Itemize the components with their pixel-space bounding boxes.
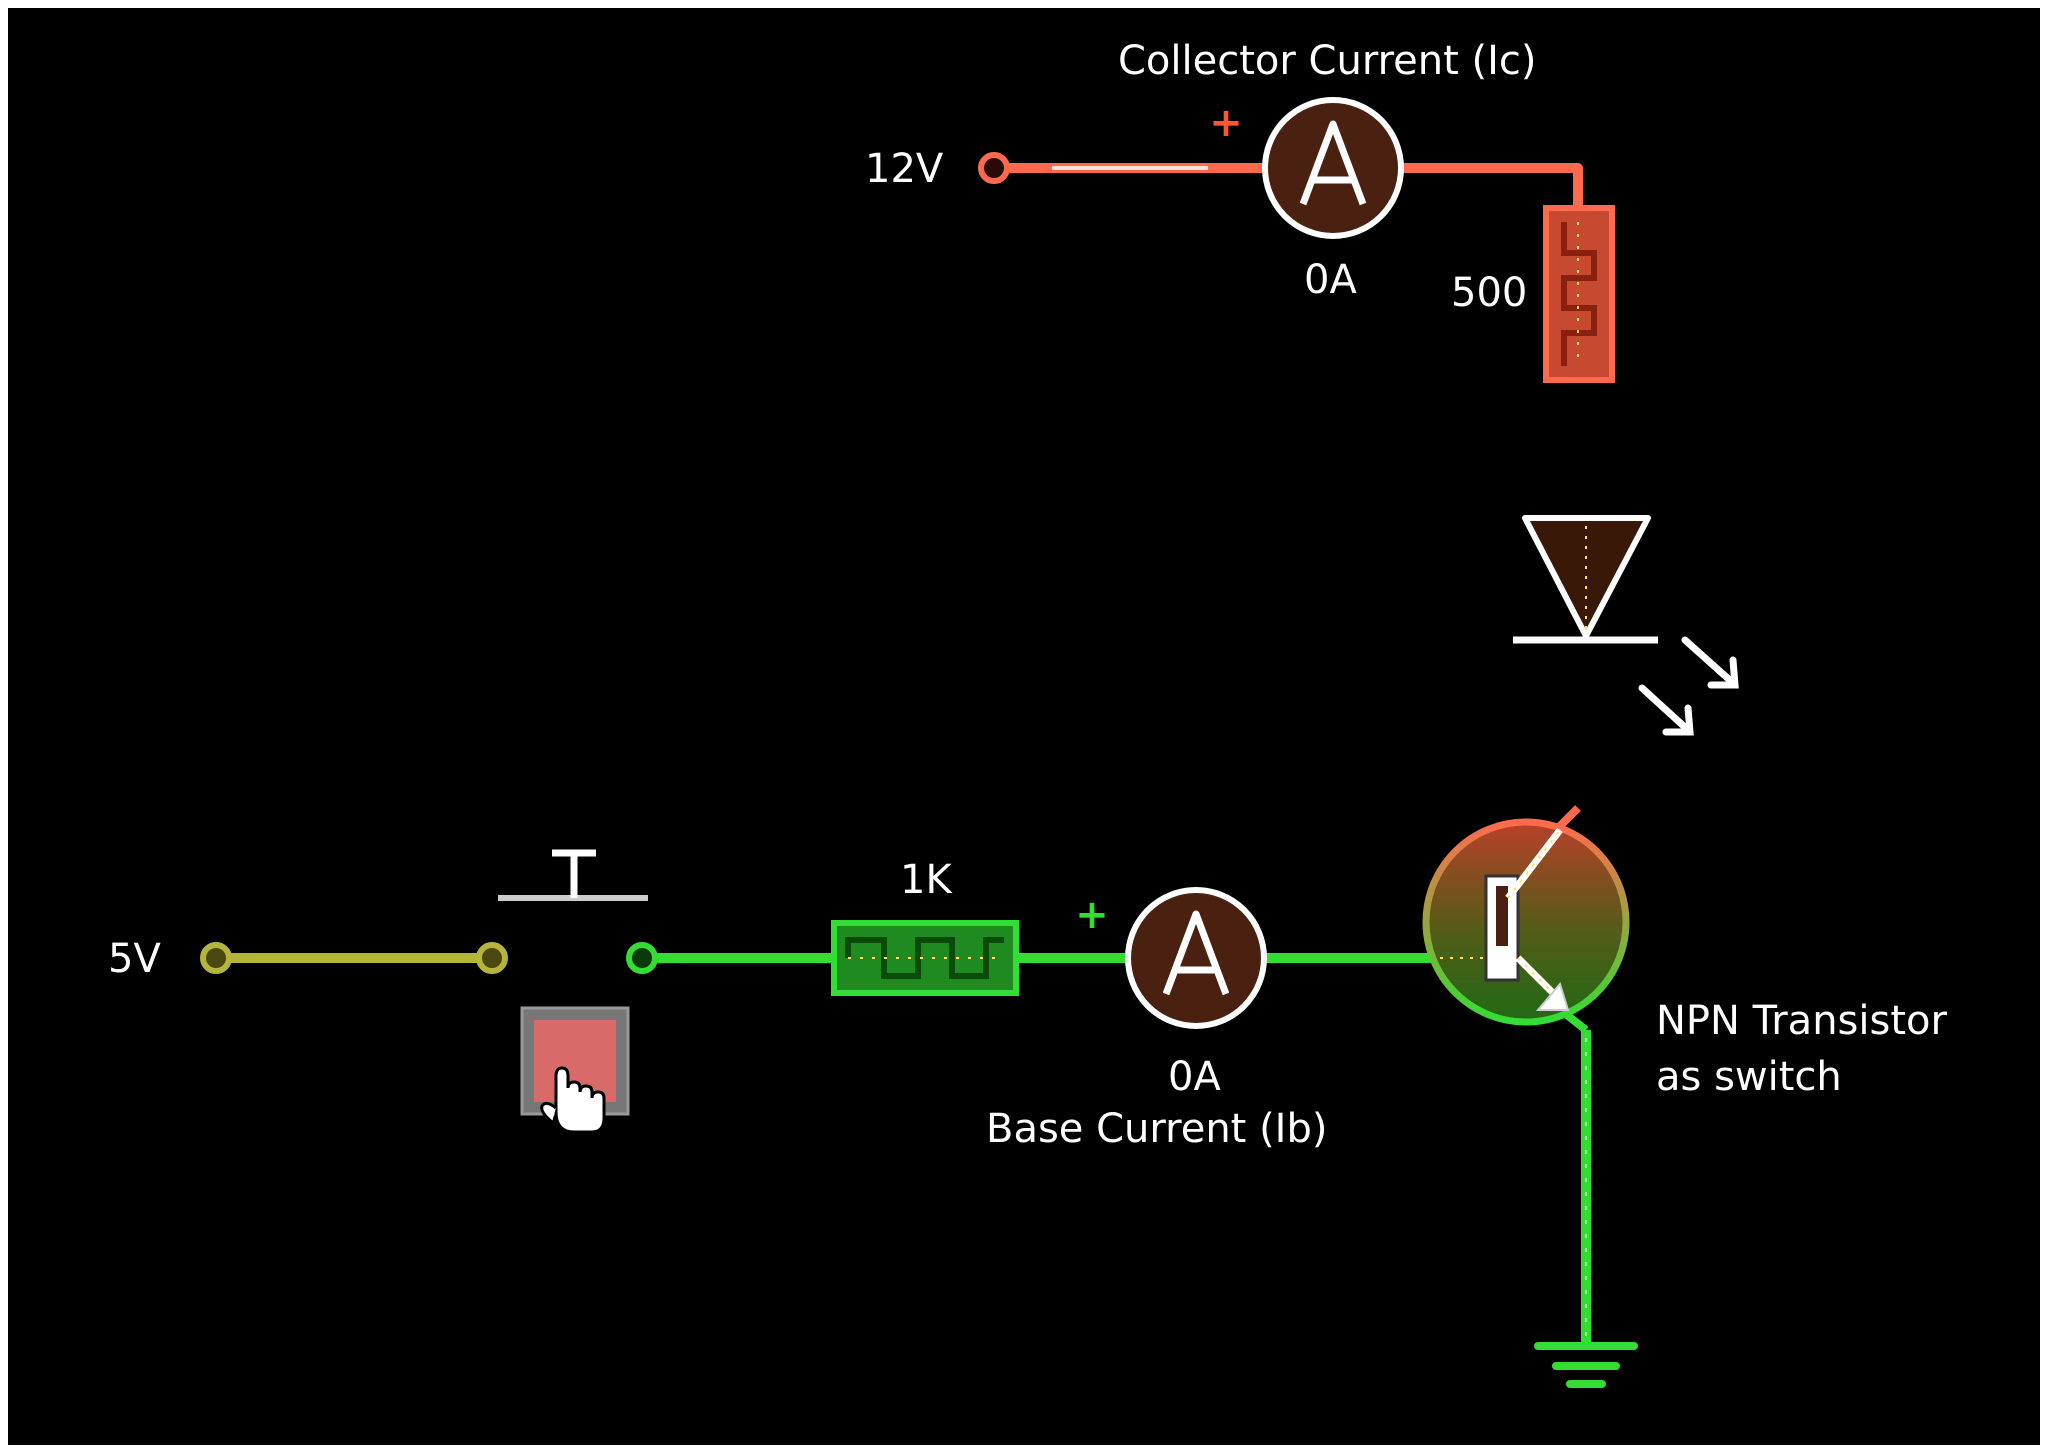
base-current-reading: 0A	[1168, 1054, 1221, 1100]
supply-5v-label: 5V	[108, 936, 161, 982]
switch-terminal-left	[476, 942, 508, 974]
collector-resistor	[1543, 205, 1615, 383]
base-plus-sign: +	[1075, 892, 1109, 938]
emitter-arrow-icon	[1535, 981, 1570, 1011]
hand-pointer-icon	[540, 1066, 606, 1134]
switch-terminal-right	[626, 942, 658, 974]
push-switch[interactable]	[498, 849, 648, 901]
led-emission-arrows-icon	[1638, 636, 1739, 736]
collector-wires	[989, 163, 1583, 833]
collector-resistor-value: 500	[1451, 270, 1527, 316]
ground-symbol-icon	[1534, 1342, 1638, 1388]
transistor-label-line2: as switch	[1656, 1054, 1842, 1100]
ammeter-a-icon	[1162, 910, 1230, 996]
base-resistor-value: 1K	[900, 857, 953, 903]
led	[1513, 515, 1658, 644]
transistor-label-line1: NPN Transistor	[1656, 998, 1947, 1044]
terminal-12v[interactable]	[978, 152, 1010, 184]
supply-12v-label: 12V	[865, 146, 944, 192]
terminal-5v[interactable]	[200, 942, 232, 974]
ammeter-a-icon	[1299, 120, 1367, 206]
collector-ammeter	[1262, 97, 1404, 239]
base-current-title: Base Current (Ib)	[986, 1106, 1327, 1152]
npn-transistor	[1422, 818, 1630, 1026]
collector-current-reading: 0A	[1304, 257, 1357, 303]
base-resistor	[831, 920, 1019, 996]
base-ammeter	[1125, 887, 1267, 1029]
circuit-diagram: 12V + Collector Current (Ic) 0A 500	[108, 38, 1947, 1388]
collector-plus-sign: +	[1209, 100, 1243, 146]
base-wires	[637, 953, 1591, 1346]
circuit-canvas: 12V + Collector Current (Ic) 0A 500	[8, 8, 2040, 1445]
collector-current-title: Collector Current (Ic)	[1118, 38, 1537, 84]
